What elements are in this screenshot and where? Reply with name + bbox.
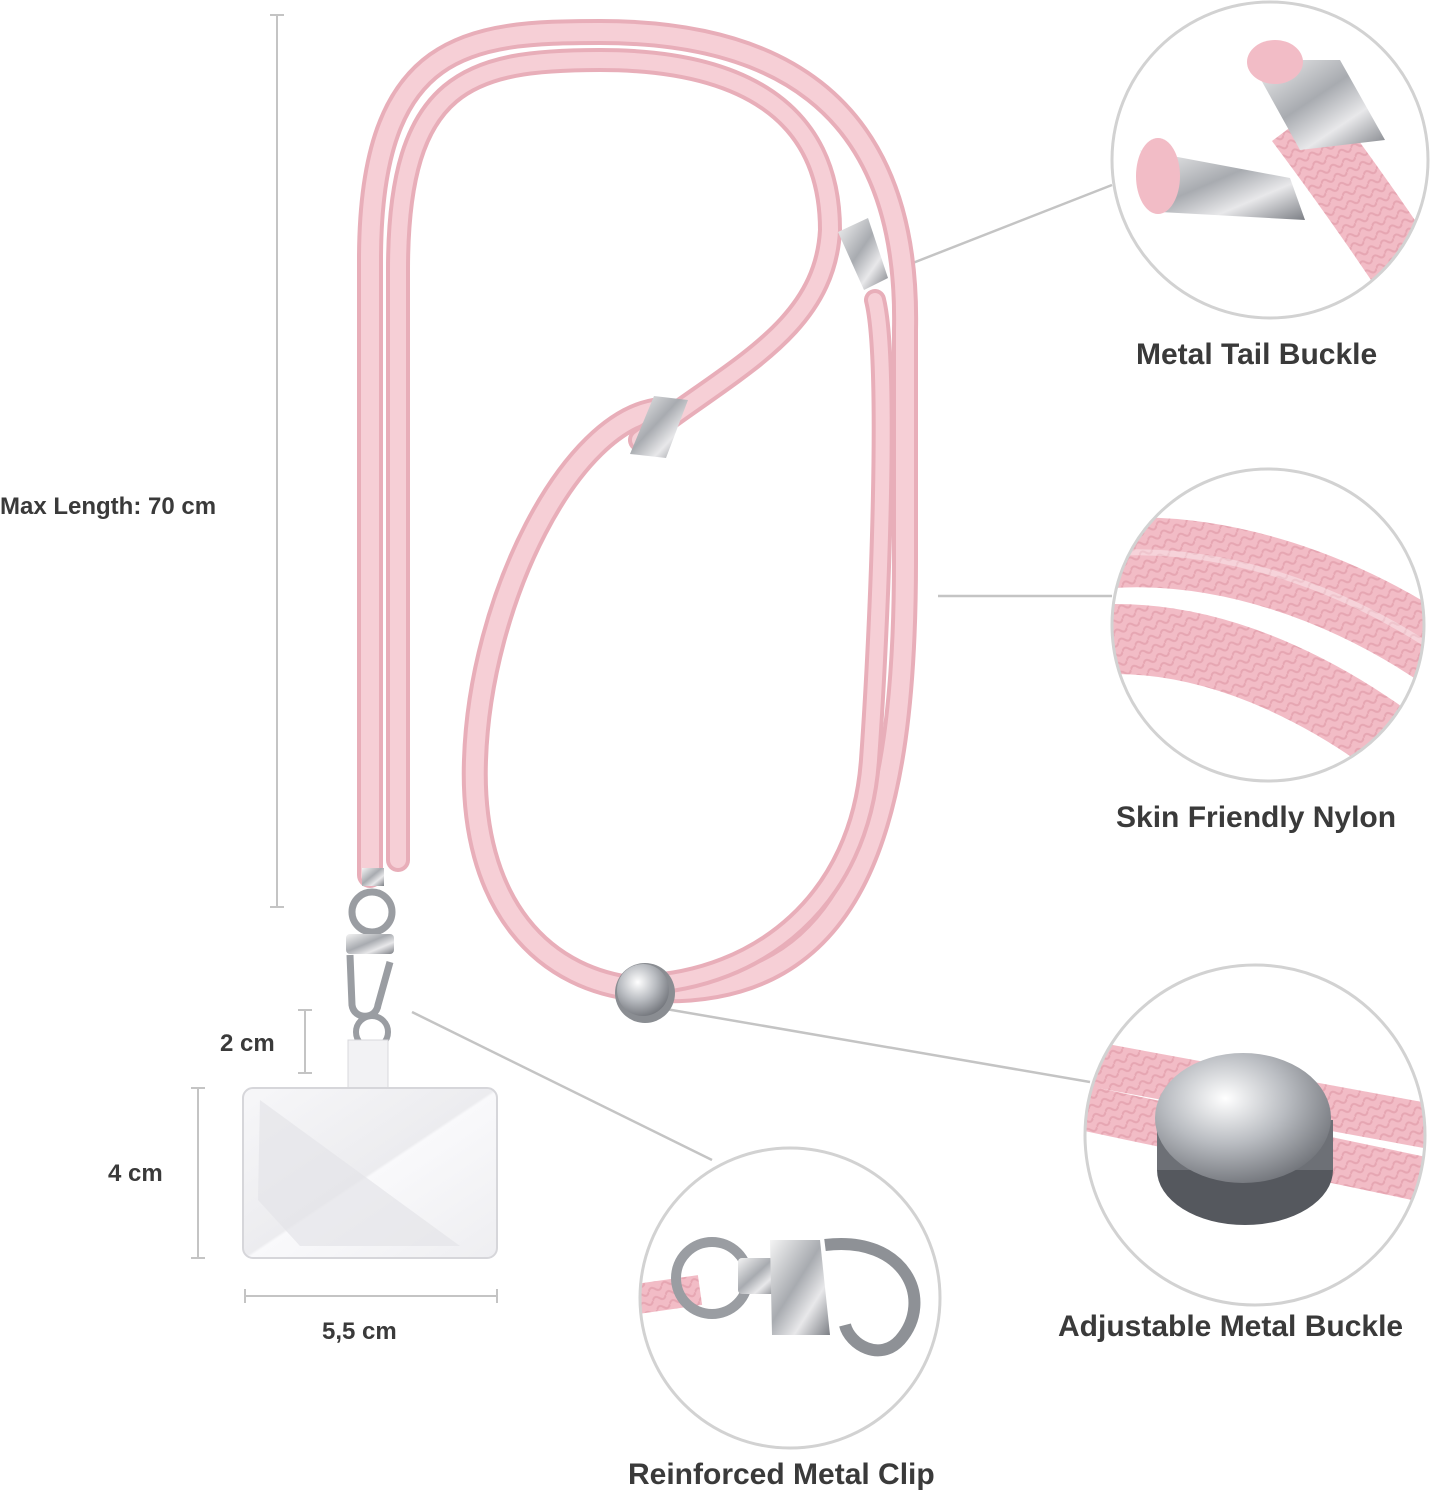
clip-label: Reinforced Metal Clip [628, 1458, 935, 1491]
zoom-circle-tail-buckle [1110, 0, 1430, 320]
card-width-dimension-line [244, 1289, 498, 1303]
tail-buckle-label: Metal Tail Buckle [1136, 338, 1378, 371]
nylon-label: Skin Friendly Nylon [1116, 801, 1397, 834]
card-width-label: 5,5 cm [322, 1318, 397, 1345]
length-dimension-line [270, 14, 284, 908]
card-height-dimension-line [191, 1087, 205, 1259]
callout-lines [411, 183, 1113, 1162]
strap-metal-tips [630, 218, 888, 458]
strap-adjust-button [615, 963, 675, 1023]
zoom-circle-adjust-buckle [1083, 963, 1427, 1307]
tab-height-label: 2 cm [220, 1030, 275, 1057]
phone-card [242, 1039, 498, 1259]
max-length-label: Max Length: 70 cm [0, 493, 217, 520]
adjustable-buckle-label: Adjustable Metal Buckle [1058, 1310, 1404, 1343]
zoom-circle-nylon [1110, 467, 1426, 783]
tab-height-dimension-line [298, 1009, 312, 1074]
zoom-circle-clip [638, 1146, 942, 1450]
strap-clip-hardware [346, 868, 396, 1051]
card-height-label: 4 cm [108, 1160, 163, 1187]
lanyard-strap [357, 18, 919, 1004]
